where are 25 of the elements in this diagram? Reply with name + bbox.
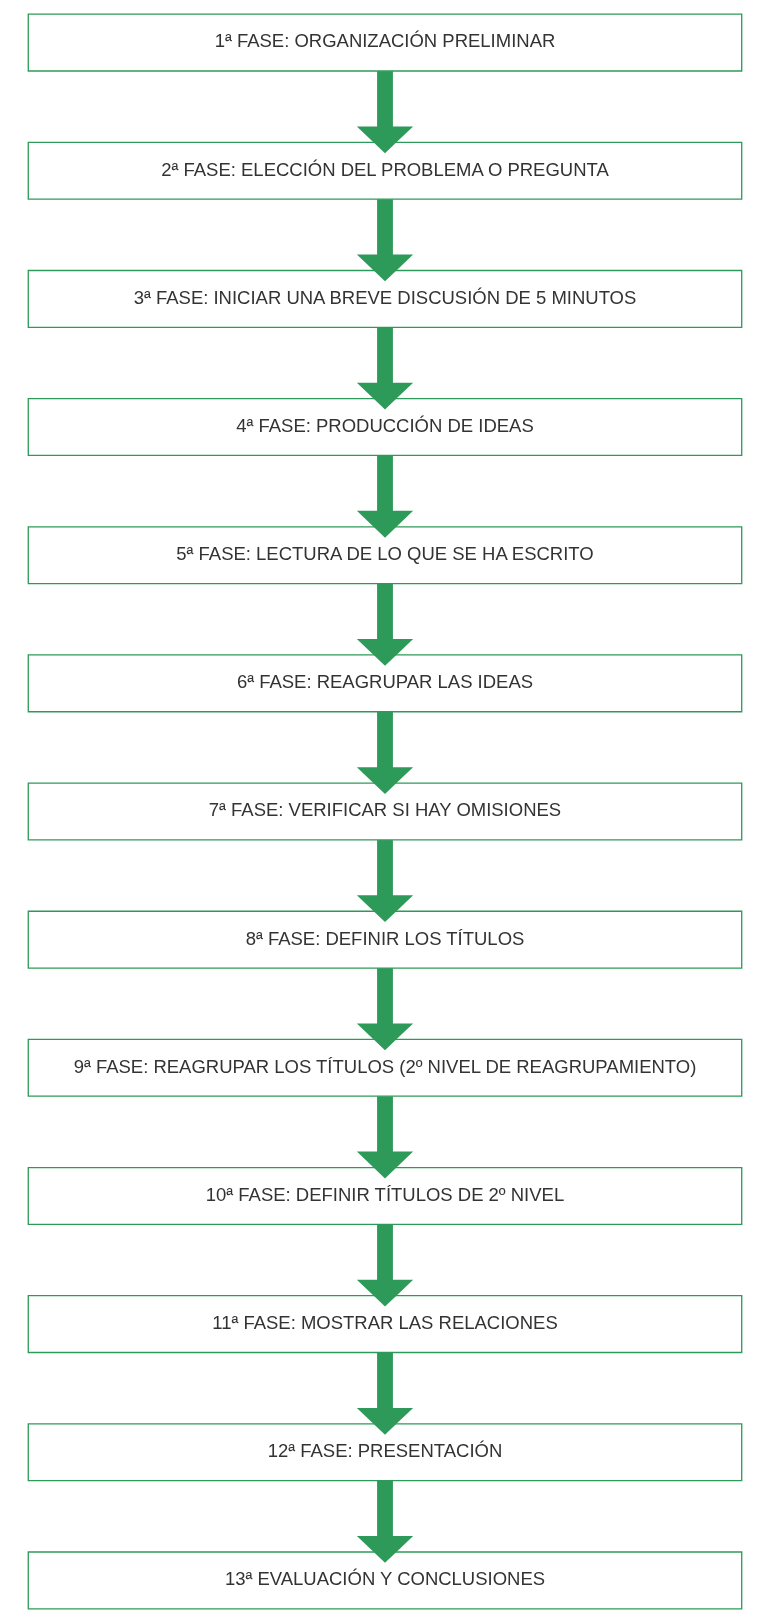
arrow [356, 1352, 413, 1435]
node-box: 3ª FASE: INICIAR UNA BREVE DISCUSIÓN DE 5 MINUTOS [27, 269, 742, 328]
arrow [356, 1480, 413, 1563]
node-box: 11ª FASE: MOSTRAR LAS RELACIONES [27, 1295, 742, 1354]
node-box: 12ª FASE: PRESENTACIÓN [27, 1423, 742, 1482]
node-box: 8ª FASE: DEFINIR LOS TÍTULOS [27, 910, 742, 969]
node-box: 7ª FASE: VERIFICAR SI HAY OMISIONES [27, 782, 742, 841]
node-box: 13ª EVALUACIÓN Y CONCLUSIONES [27, 1551, 742, 1610]
arrow [356, 968, 413, 1051]
node-box: 9ª FASE: REAGRUPAR LOS TÍTULOS (2º NIVEL DE REAGRUPAMIENTO) [27, 1038, 742, 1097]
arrow [356, 71, 413, 154]
arrow [356, 327, 413, 410]
arrow [356, 1224, 413, 1307]
arrow [356, 455, 413, 538]
node-box: 1ª FASE: ORGANIZACIÓN PRELIMINAR [27, 13, 742, 72]
arrow [356, 711, 413, 794]
node-box: 4ª FASE: PRODUCCIÓN DE IDEAS [27, 397, 742, 457]
node-box: 5ª FASE: LECTURA DE LO QUE SE HA ESCRITO [27, 526, 742, 585]
arrow [356, 583, 413, 666]
arrow [356, 840, 413, 923]
arrow [356, 199, 413, 282]
node-box: 6ª FASE: REAGRUPAR LAS IDEAS [27, 654, 742, 713]
node-box: 2ª FASE: ELECCIÓN DEL PROBLEMA O PREGUNTA [27, 141, 742, 200]
node-box: 10ª FASE: DEFINIR TÍTULOS DE 2º NIVEL [27, 1166, 742, 1225]
arrow [356, 1096, 413, 1179]
